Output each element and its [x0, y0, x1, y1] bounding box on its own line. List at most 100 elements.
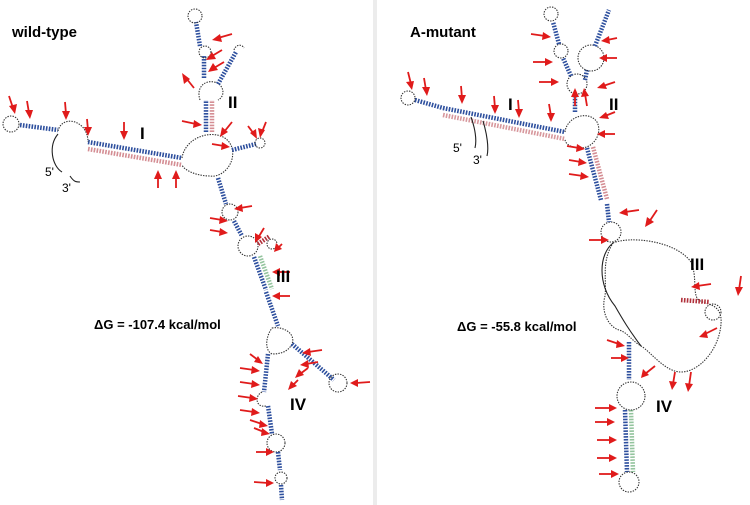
arrow: [571, 88, 579, 106]
domain-III-label: III: [690, 255, 704, 274]
domain-II-label: II: [228, 93, 237, 112]
stem-II: [187, 8, 245, 132]
arrow: [209, 216, 228, 224]
domain-II-label: II: [609, 95, 618, 114]
large-internal-loop: [603, 239, 722, 373]
structure-probing-arrows: [8, 33, 371, 487]
central-multiloop: [181, 133, 234, 177]
arrow: [581, 88, 589, 107]
a-mutant-panel: A-mutant 5' 3' I II III IV ΔG = -55.8 kc…: [379, 0, 750, 505]
arrow: [211, 142, 230, 150]
arrow: [247, 125, 257, 139]
arrow: [272, 268, 290, 276]
arrow: [595, 404, 617, 412]
arrow: [568, 172, 589, 180]
arrow: [272, 292, 290, 300]
a-mutant-structure-diagram: A-mutant 5' 3' I II III IV ΔG = -55.8 kc…: [400, 6, 743, 493]
arrow: [181, 120, 202, 128]
arrow: [606, 339, 625, 348]
arrow: [685, 371, 693, 392]
arrow: [601, 36, 618, 44]
arrow: [422, 77, 430, 96]
arrow: [597, 130, 615, 138]
arrow: [515, 99, 523, 118]
domain-IV-label: IV: [656, 397, 673, 416]
wild-type-structure-diagram: wild-type 5' 3' I II III IV ΔG = -107.4 …: [2, 8, 371, 501]
arrow: [209, 228, 228, 236]
arrow: [237, 394, 258, 402]
arrow: [212, 33, 233, 42]
arrow: [599, 111, 616, 119]
stem-I: [400, 90, 566, 157]
arrow: [669, 371, 677, 390]
arrow: [533, 58, 553, 66]
arrow: [172, 170, 180, 188]
stem-III: [584, 146, 622, 243]
arrow: [239, 366, 260, 374]
arrow: [406, 71, 414, 90]
arrow: [599, 470, 619, 478]
arrow: [234, 204, 253, 212]
arrow: [239, 380, 260, 388]
arrow: [589, 236, 609, 244]
arrow: [302, 348, 323, 356]
arrow: [62, 101, 70, 120]
structure-probing-arrows: [406, 32, 743, 478]
arrow: [611, 354, 629, 362]
stem-III: [215, 177, 281, 327]
arrow: [641, 365, 656, 378]
arrow: [25, 100, 33, 119]
arrow: [249, 353, 263, 364]
stem-IV: [256, 342, 348, 501]
arrow: [274, 243, 283, 252]
domain-III-label: III: [276, 267, 290, 286]
arrow: [491, 95, 499, 114]
arrow: [182, 73, 195, 89]
arrow: [566, 144, 585, 152]
arrow: [8, 95, 17, 114]
arrow: [253, 427, 270, 436]
panel-title: wild-type: [11, 24, 77, 41]
five-prime-label: 5': [45, 165, 54, 179]
arrow: [597, 81, 616, 89]
stem-I: [2, 115, 183, 183]
arrow: [350, 379, 371, 387]
arrow: [208, 61, 225, 72]
arrow: [699, 327, 718, 338]
arrow: [458, 85, 466, 104]
arrow: [595, 418, 615, 426]
arrow: [295, 367, 309, 378]
arrow: [547, 103, 555, 122]
arrow: [255, 227, 265, 243]
side-stem: [231, 137, 266, 153]
arrow: [539, 78, 559, 86]
domain-IV-label: IV: [290, 395, 307, 414]
arrow: [120, 122, 128, 140]
five-prime-label: 5': [453, 141, 462, 155]
central-multiloop: [564, 115, 600, 149]
arrow: [599, 54, 617, 62]
free-energy-label: ΔG = -107.4 kcal/mol: [94, 317, 221, 332]
three-prime-label: 3': [62, 181, 71, 195]
arrow: [568, 158, 587, 166]
arrow: [597, 436, 617, 444]
arrow: [288, 379, 299, 390]
panel-divider: [373, 0, 377, 505]
arrow: [206, 49, 223, 60]
arrow: [220, 121, 233, 137]
arrow: [258, 121, 267, 138]
panel-title: A-mutant: [410, 24, 476, 41]
arrow: [256, 448, 274, 456]
arrow: [249, 419, 268, 428]
arrow: [735, 275, 743, 296]
three-prime-label: 3': [473, 153, 482, 167]
arrow: [619, 208, 640, 216]
arrow: [253, 479, 274, 487]
arrow: [691, 282, 712, 290]
free-energy-label: ΔG = -55.8 kcal/mol: [457, 319, 577, 334]
arrow: [530, 32, 551, 40]
stem-IV: [616, 342, 646, 493]
arrow: [84, 118, 92, 136]
lower-multiloop: [266, 327, 294, 355]
wild-type-panel: wild-type 5' 3' I II III IV ΔG = -107.4 …: [0, 0, 371, 505]
